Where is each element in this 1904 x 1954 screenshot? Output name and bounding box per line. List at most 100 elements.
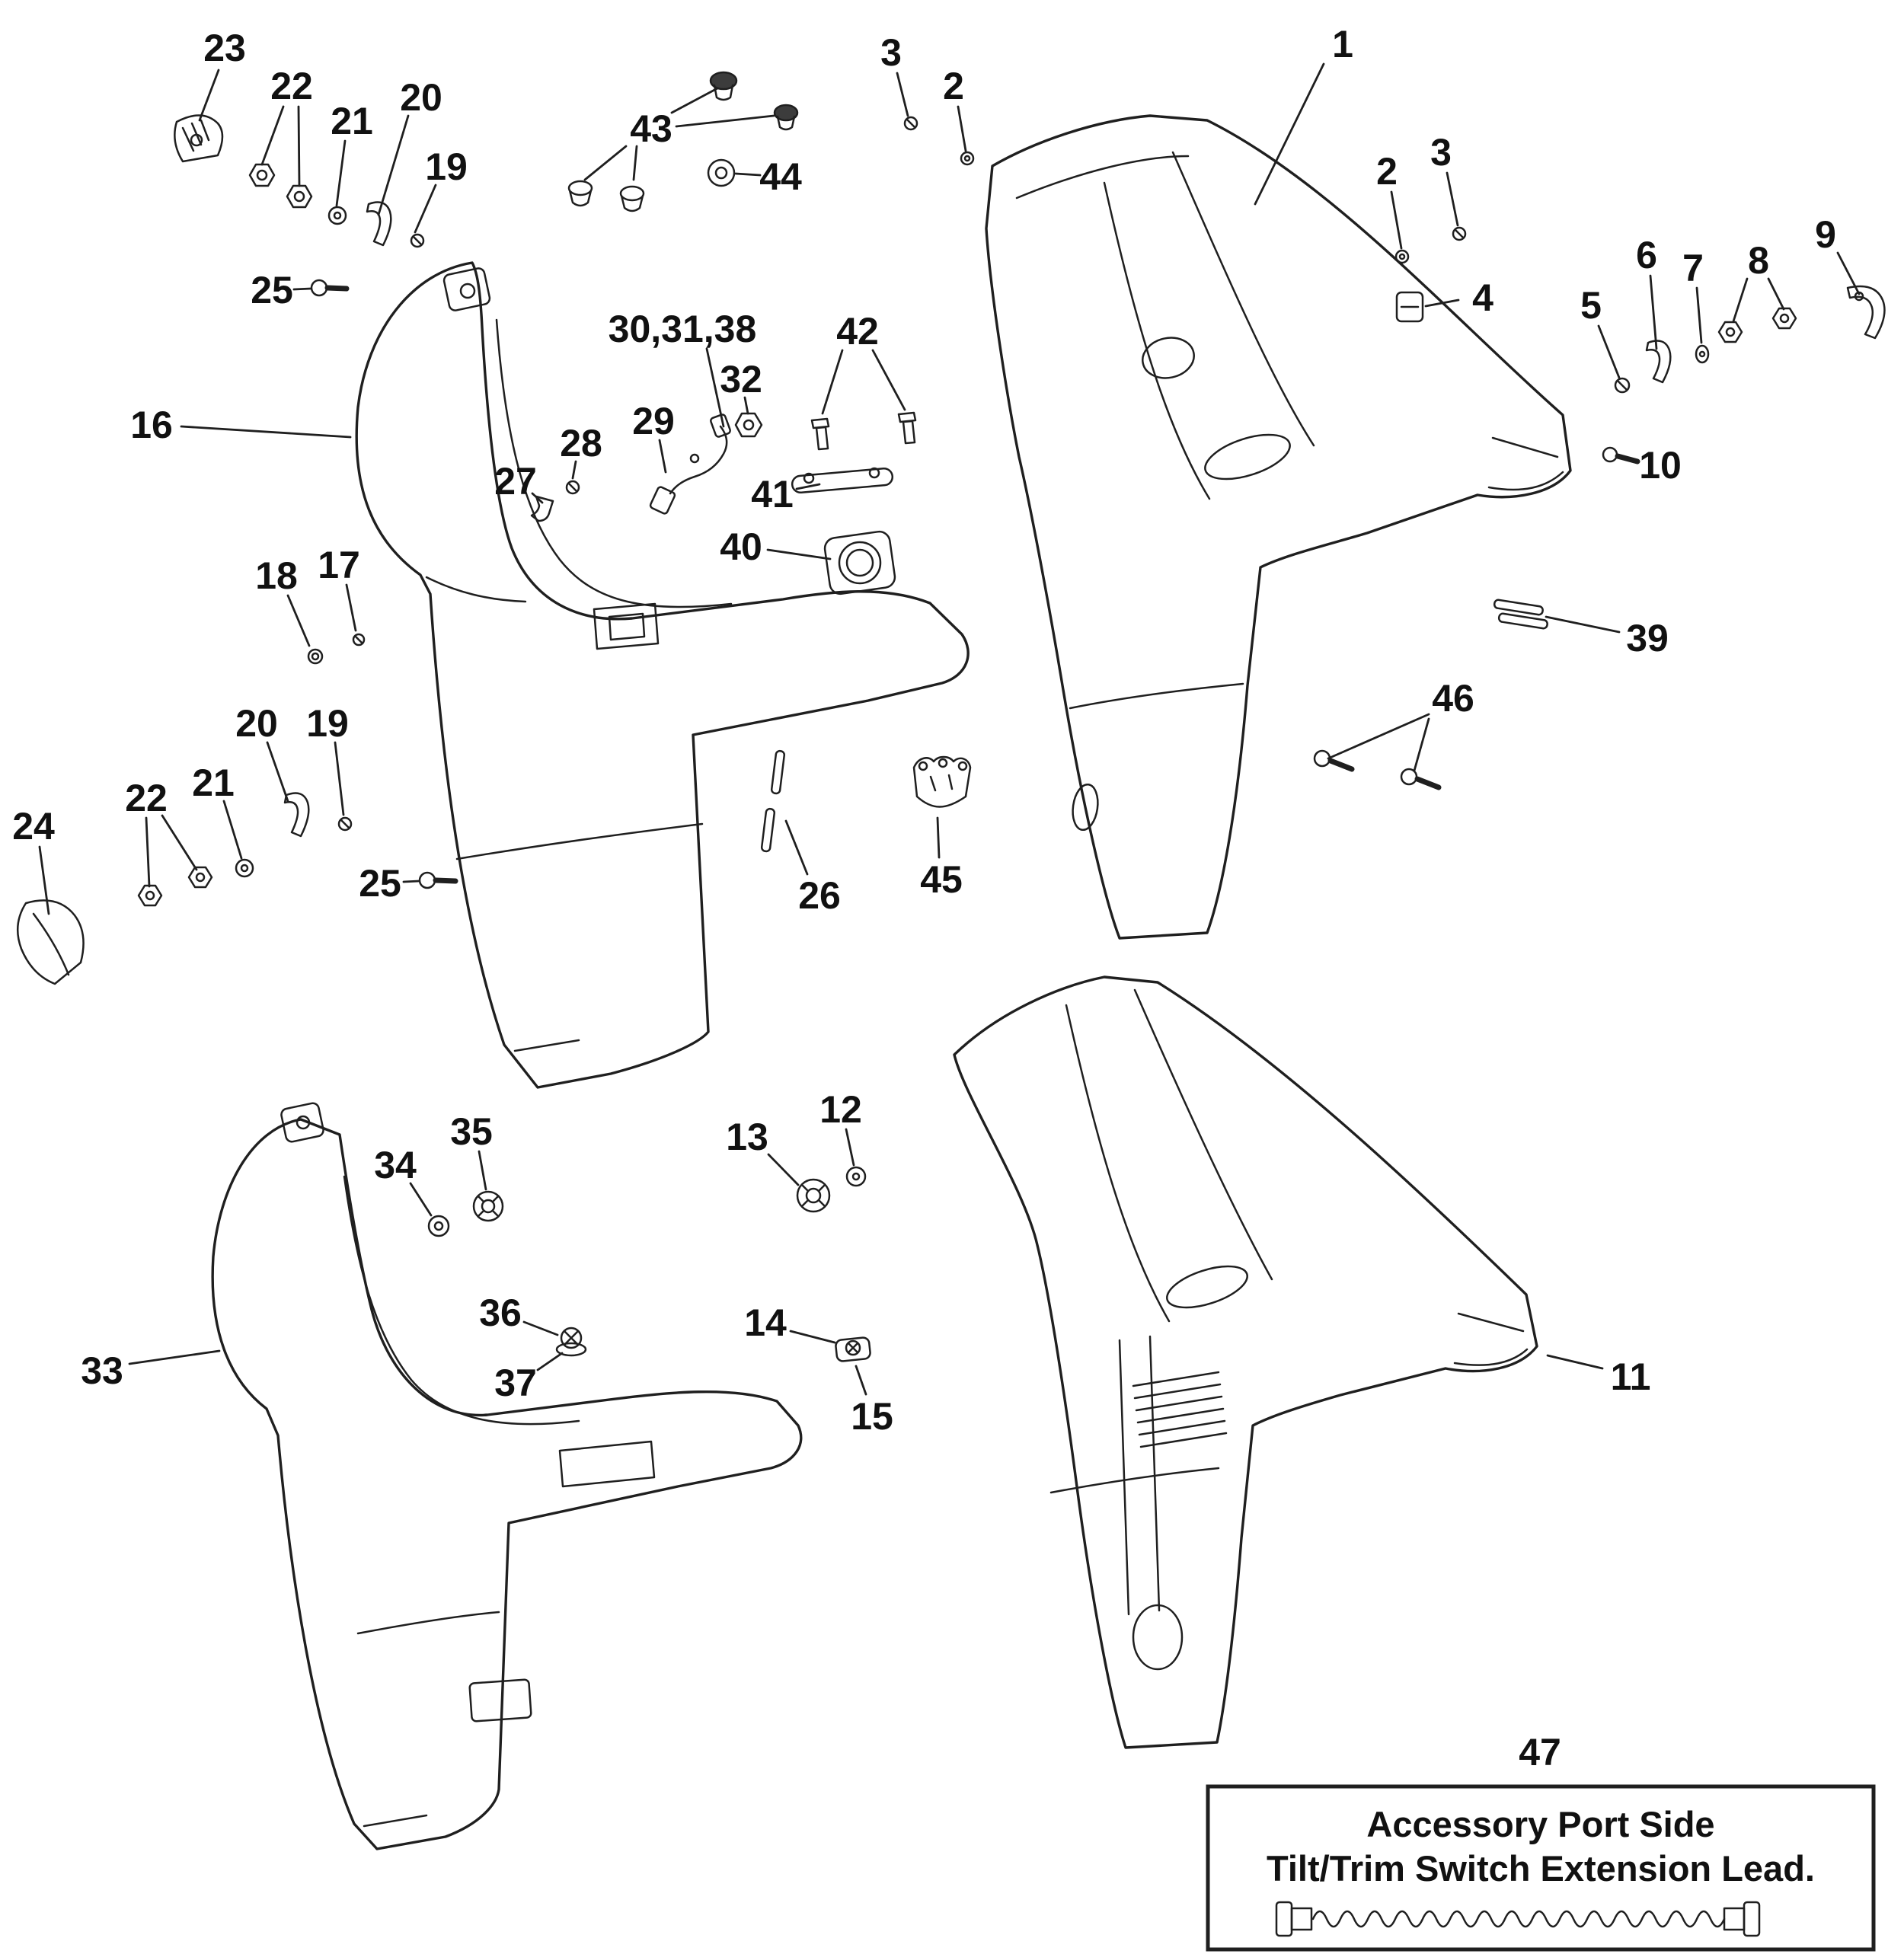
callout-10: 10 [1639, 444, 1682, 487]
leader-line-42 [871, 349, 906, 411]
leader-line-23 [198, 69, 220, 122]
bolt-25-top-icon [310, 279, 350, 297]
leader-line-3-right [1446, 171, 1459, 227]
callout-25-lower: 25 [359, 862, 401, 905]
plug-18-icon [307, 648, 324, 665]
bracket-45-icon [912, 755, 972, 808]
screw-17-icon [352, 633, 366, 647]
callout-43: 43 [630, 107, 672, 150]
bolt-46-icon [1313, 749, 1442, 790]
leader-line-7 [1695, 286, 1703, 344]
callout-37: 37 [494, 1362, 537, 1404]
grommet-13-icon [796, 1178, 831, 1213]
leader-line-36 [522, 1320, 559, 1336]
small-parts [17, 71, 1886, 1362]
cable-30-31-38-icon [649, 413, 731, 515]
leader-line-22-lower [145, 816, 151, 888]
callout-41: 41 [751, 473, 794, 516]
callout-40: 40 [720, 525, 762, 568]
callout-21-lower: 21 [192, 761, 235, 804]
leader-line-12 [845, 1128, 855, 1167]
washer-21-top-icon [327, 206, 347, 225]
bolt-42-icon [810, 411, 917, 451]
grommet-43-icon [567, 71, 799, 212]
leader-line-32 [743, 396, 749, 415]
leader-line-46 [1327, 713, 1430, 760]
leader-line-27 [531, 492, 544, 504]
callout-8: 8 [1748, 239, 1769, 282]
leader-line-29 [658, 439, 667, 474]
starboard-lower-cowl-upper [985, 114, 1572, 940]
leader-line-24 [38, 845, 50, 915]
nut-8-icon [1717, 307, 1797, 343]
callout-14: 14 [744, 1301, 787, 1344]
port-lower-cowl-upper [355, 261, 970, 1089]
leader-line-9 [1836, 251, 1861, 295]
bracket-plate-41-icon [791, 467, 894, 494]
callout-23: 23 [203, 27, 246, 69]
leader-line-4 [1424, 299, 1460, 308]
callout-24: 24 [12, 805, 55, 848]
leader-line-2-left [957, 105, 967, 152]
leader-line-37 [536, 1352, 564, 1371]
washer-34-icon [427, 1215, 450, 1237]
leader-line-33 [128, 1349, 221, 1365]
screw-3-left-icon [903, 116, 918, 131]
bracket-23-icon [174, 114, 224, 163]
leader-line-34 [409, 1182, 433, 1217]
callout-17: 17 [318, 544, 360, 586]
leader-line-1 [1254, 62, 1325, 206]
leader-line-26 [784, 819, 809, 876]
callout-34: 34 [374, 1144, 417, 1186]
leader-line-22-top [260, 105, 285, 166]
callout-4: 4 [1472, 276, 1493, 319]
nut-32-icon [734, 412, 763, 438]
extension-lead-47-icon [1275, 1901, 1761, 1937]
leader-line-22-lower [161, 814, 198, 871]
knob-40-icon [823, 530, 896, 595]
fastener-36-37-icon [555, 1327, 587, 1357]
bolt-10-icon [1602, 446, 1640, 465]
leader-line-6 [1649, 274, 1658, 350]
pins-26-icon [760, 749, 786, 853]
leader-lines [38, 62, 1861, 1396]
nut-22-lower-icon [137, 866, 213, 907]
washer-7-icon [1695, 344, 1710, 364]
callout-36: 36 [479, 1291, 522, 1334]
leader-line-5 [1597, 324, 1621, 379]
screw-19-lower-icon [337, 816, 353, 832]
starboard-lower-cowl-lower [953, 975, 1538, 1749]
callout-6: 6 [1636, 234, 1657, 276]
leader-line-15 [855, 1365, 867, 1396]
leader-line-41 [795, 483, 821, 490]
leader-line-17 [345, 583, 357, 632]
hook-clip-20-lower-icon [283, 792, 310, 838]
leader-line-46 [1413, 717, 1430, 772]
callout-19-lower: 19 [306, 702, 349, 745]
hook-clip-20-top-icon [366, 201, 392, 247]
callout-22-top: 22 [270, 65, 313, 107]
leader-line-21-lower [222, 800, 243, 860]
leader-line-20-top [377, 114, 410, 216]
leader-line-19-lower [334, 741, 345, 816]
bracket-9-icon [1846, 285, 1886, 340]
leader-line-30-31-38 [705, 347, 725, 428]
leader-line-18 [286, 594, 311, 647]
callout-11: 11 [1611, 1355, 1651, 1398]
callout-33: 33 [81, 1349, 123, 1392]
cowl-top-bracket-icon [442, 267, 491, 311]
callout-32: 32 [720, 358, 762, 401]
callout-29: 29 [632, 400, 675, 442]
callout-20-lower: 20 [235, 702, 278, 745]
leader-line-8 [1767, 277, 1785, 311]
clip-39-icon [1493, 599, 1548, 630]
callout-2-left: 2 [943, 65, 964, 107]
caption-box: Accessory Port Side Tilt/Trim Switch Ext… [1206, 1784, 1876, 1952]
port-lower-cowl-lower [211, 1102, 803, 1850]
washer-2-right-icon [1394, 249, 1410, 264]
callout-3-left: 3 [880, 31, 902, 74]
leader-line-16 [180, 425, 352, 439]
screw-3-right-icon [1452, 226, 1467, 241]
